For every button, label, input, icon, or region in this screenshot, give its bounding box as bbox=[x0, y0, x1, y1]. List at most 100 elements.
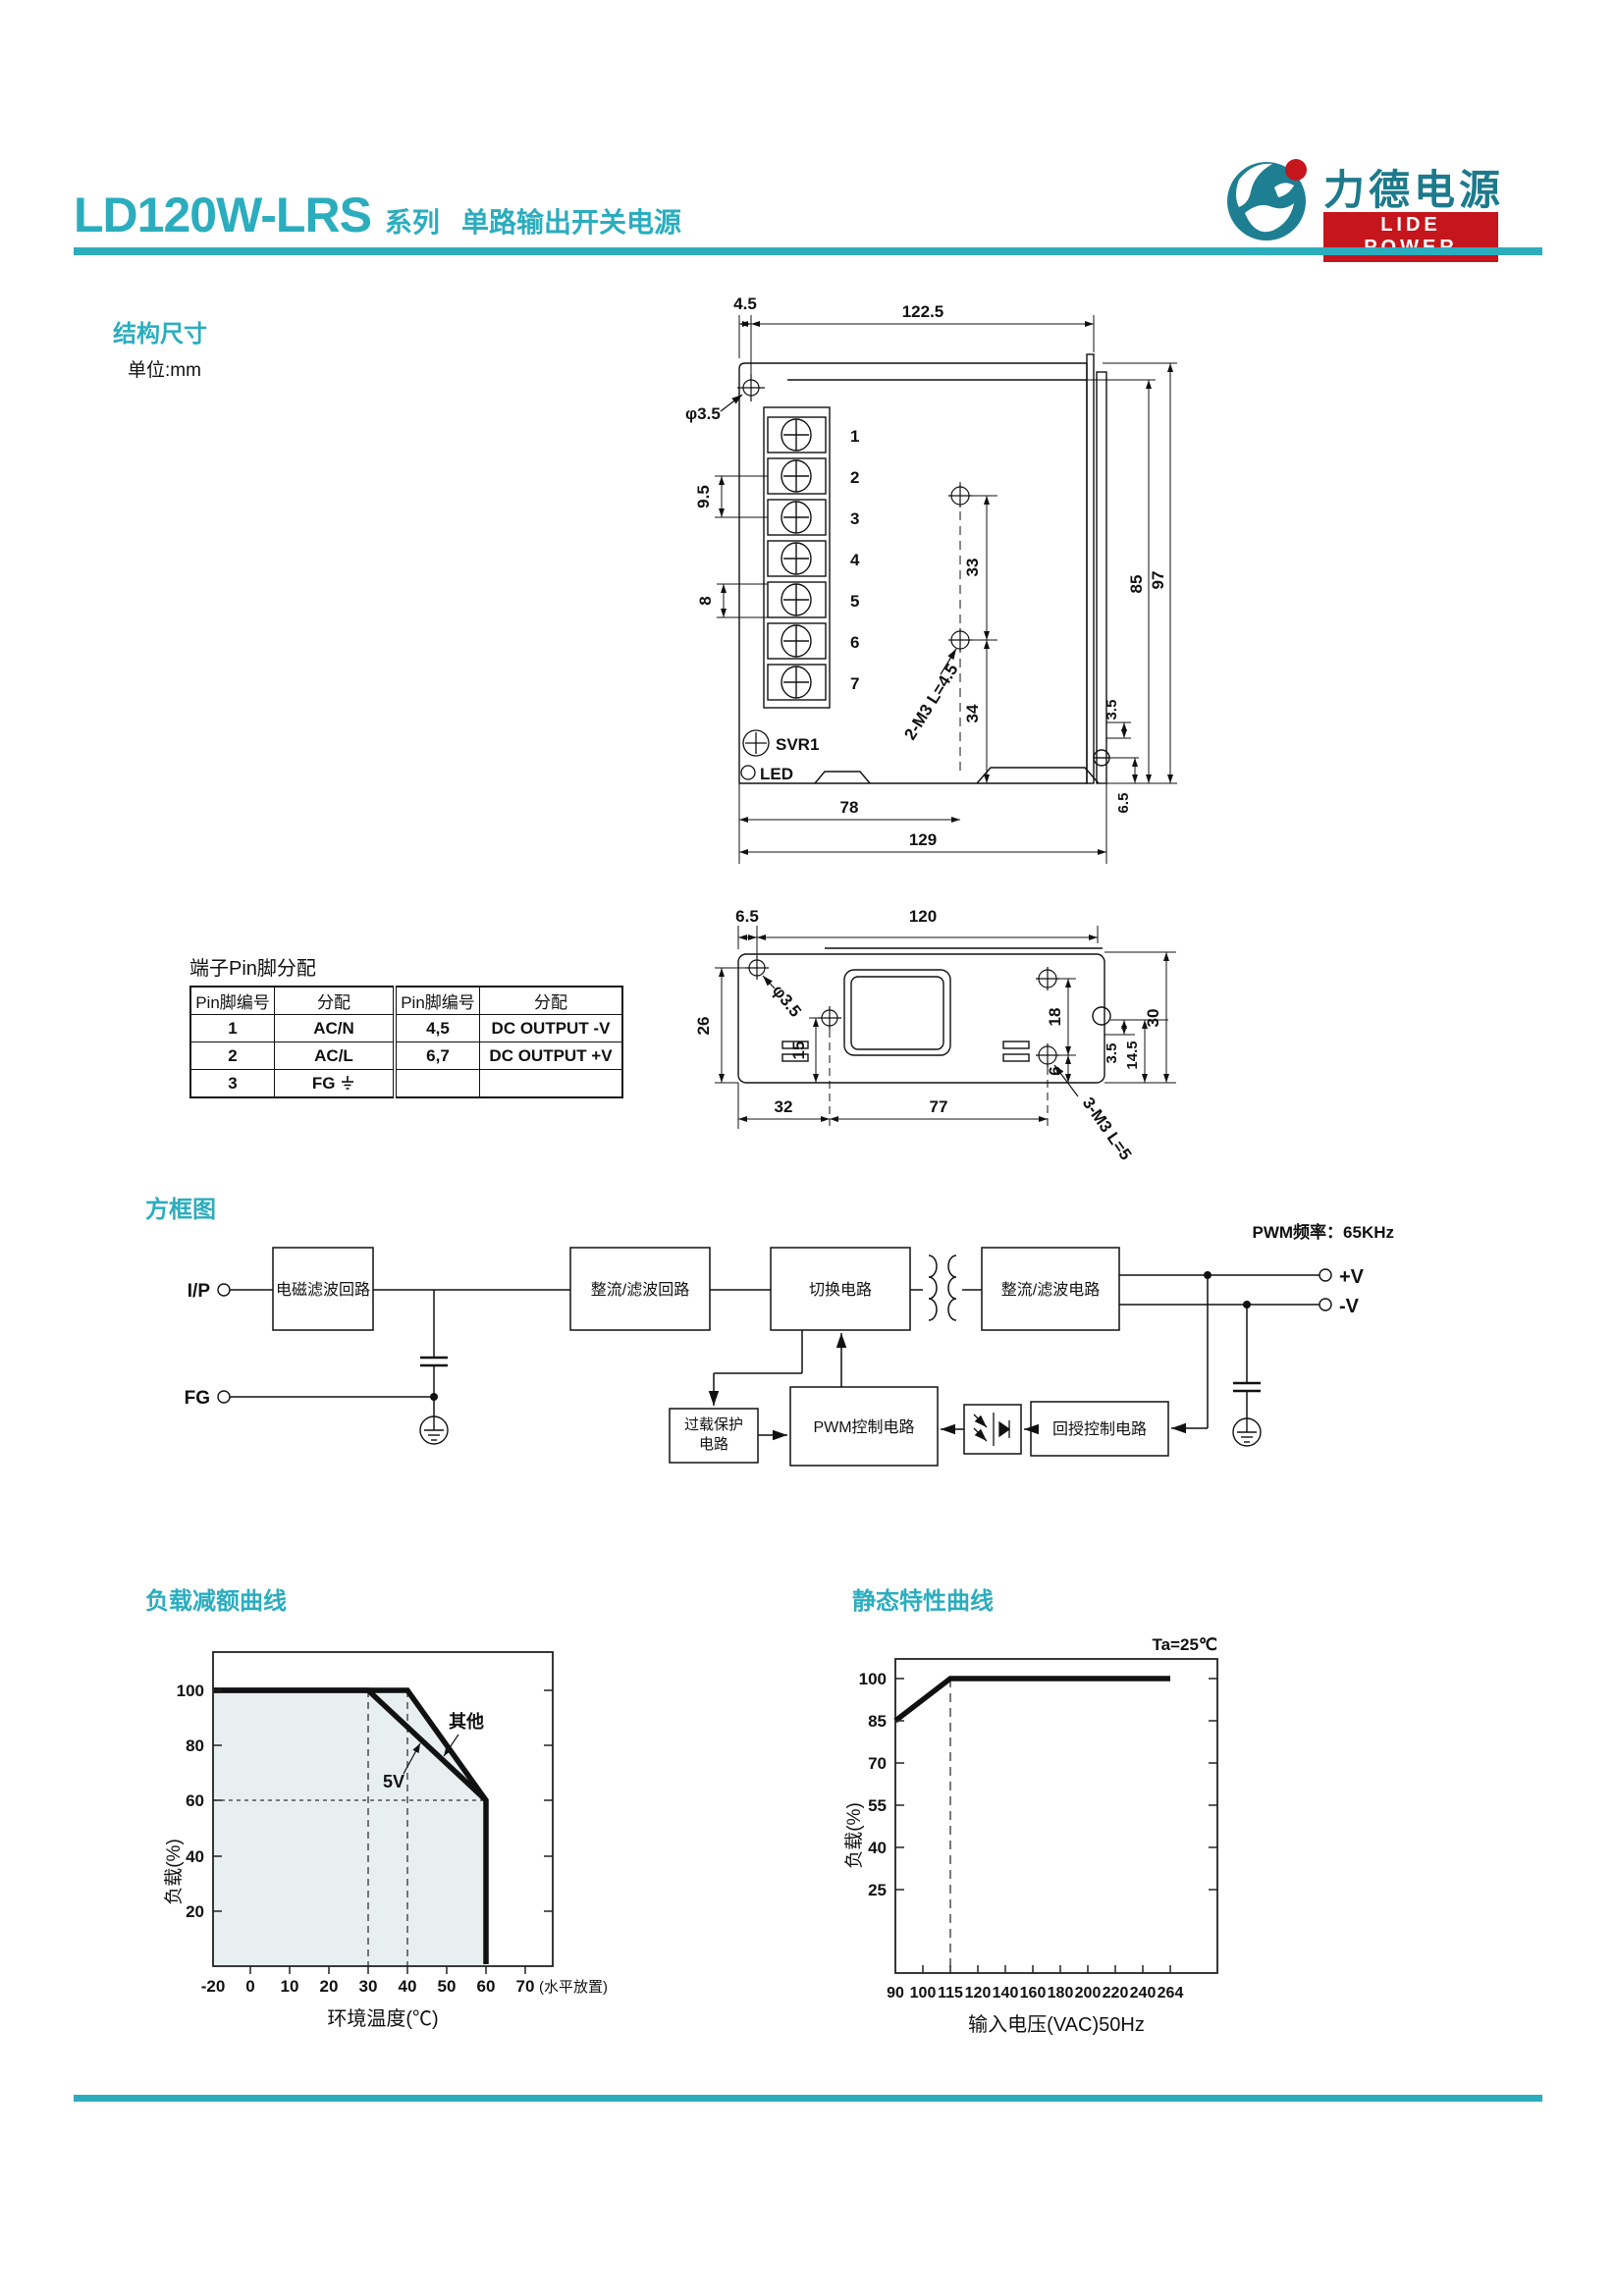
x-tick: 50 bbox=[438, 1977, 457, 1996]
dim-8: 8 bbox=[696, 596, 715, 605]
x-tick: 200 bbox=[1075, 1985, 1102, 2002]
footer-rule bbox=[74, 2095, 1542, 2102]
x-tick: 180 bbox=[1048, 1985, 1074, 2002]
transformer-icon bbox=[928, 1255, 957, 1321]
x-tick: 140 bbox=[993, 1985, 1019, 2002]
earth-ground-icon bbox=[419, 1415, 449, 1445]
y-tick: 40 bbox=[186, 1847, 204, 1866]
input-terminal-label: I/P bbox=[188, 1281, 211, 1302]
logo-text-cn: 力德电源 bbox=[1323, 169, 1505, 214]
junction-dot bbox=[430, 1393, 438, 1401]
dim-129: 129 bbox=[909, 830, 937, 849]
block-switching: 切换电路 bbox=[809, 1281, 872, 1299]
x-tick: 90 bbox=[887, 1985, 904, 2002]
pin-number: 2 bbox=[189, 1041, 275, 1070]
terminal-number: 5 bbox=[850, 592, 859, 611]
block-feedback-control: 回授控制电路 bbox=[1052, 1420, 1147, 1438]
page-title: LD120W-LRS bbox=[74, 187, 372, 242]
table-header-row: Pin脚编号 分配 Pin脚编号 分配 bbox=[189, 986, 623, 1015]
block-overload-line1: 过载保护 bbox=[684, 1416, 743, 1433]
y-axis-label: 负载(%) bbox=[843, 1802, 865, 1869]
pin-number bbox=[393, 1069, 480, 1098]
dim-97: 97 bbox=[1149, 571, 1167, 590]
derating-fill-area bbox=[213, 1690, 486, 1966]
annotation-5v: 5V bbox=[383, 1772, 404, 1791]
case-outline bbox=[738, 353, 1110, 784]
static-characteristics-chart: Ta=25℃ 100 85 70 55 40 25 90 100 115 120… bbox=[843, 1635, 1218, 2036]
block-diagram: PWM频率：65KHz I/P FG bbox=[185, 1222, 1394, 1467]
earth-ground-icon bbox=[342, 1075, 354, 1090]
dim-120: 120 bbox=[909, 907, 937, 926]
pin-assignment: AC/L bbox=[274, 1041, 396, 1070]
x-tick: 240 bbox=[1130, 1985, 1157, 2002]
pin-number: 1 bbox=[189, 1014, 275, 1042]
y-tick: 85 bbox=[868, 1712, 887, 1731]
dim-lines-bottom bbox=[737, 1083, 1048, 1129]
dim-lines-left bbox=[715, 967, 822, 1084]
led-indicator bbox=[740, 765, 756, 780]
output-positive-label: +V bbox=[1339, 1266, 1365, 1288]
svr-label: SVR1 bbox=[776, 735, 819, 754]
pin-assignment: AC/N bbox=[274, 1014, 396, 1042]
screw-note: 3-M3 L=5 bbox=[1079, 1094, 1136, 1163]
terminal-numbers: 1 2 3 4 5 6 7 bbox=[850, 427, 860, 693]
fg-terminal bbox=[217, 1390, 231, 1404]
circuit-boxes bbox=[272, 1247, 1169, 1467]
dim-lines-top bbox=[737, 926, 1099, 960]
dim-6-5: 6.5 bbox=[735, 907, 759, 926]
dim-14-5: 14.5 bbox=[1124, 1041, 1141, 1069]
output-negative-terminal bbox=[1319, 1298, 1332, 1311]
pin-number: 6,7 bbox=[393, 1041, 480, 1070]
output-negative-label: -V bbox=[1339, 1296, 1360, 1317]
x-tick: 30 bbox=[359, 1977, 378, 1996]
x-tick: 115 bbox=[938, 1985, 963, 2002]
derating-chart: 100 80 60 40 20 -20 0 10 20 30 40 50 60 … bbox=[163, 1651, 608, 2030]
dim-lines-right bbox=[1087, 362, 1177, 784]
pin-table-title: 端子Pin脚分配 bbox=[189, 958, 316, 980]
pin-number: 3 bbox=[189, 1069, 275, 1098]
output-positive-terminal bbox=[1319, 1268, 1332, 1282]
y-tick: 70 bbox=[868, 1754, 887, 1773]
junction-dot bbox=[1204, 1271, 1212, 1279]
led-label: LED bbox=[760, 765, 793, 783]
y-tick: 80 bbox=[186, 1736, 204, 1755]
pin-assignment-table: Pin脚编号 分配 Pin脚编号 分配 1 AC/N 4,5 DC OUTPUT… bbox=[189, 986, 623, 1098]
x-tick-labels: 90 100 115 120 140 160 180 200 220 240 2… bbox=[887, 1985, 1183, 2002]
case-outline bbox=[737, 947, 1135, 1084]
y-tick: 40 bbox=[868, 1839, 887, 1857]
wires bbox=[230, 1274, 1320, 1428]
dim-30: 30 bbox=[1144, 1009, 1162, 1028]
dim-34: 34 bbox=[963, 704, 982, 722]
section-title-derating: 负载减额曲线 bbox=[145, 1588, 287, 1615]
earth-ground-icon bbox=[1232, 1417, 1262, 1447]
block-emi-filter: 电磁滤波回路 bbox=[276, 1281, 370, 1299]
mechanical-drawing-bottom-view: φ3.5 6.5 120 26 15 18 6 bbox=[694, 907, 1176, 1163]
dim-32: 32 bbox=[775, 1097, 793, 1116]
block-rectifier-filter-2: 整流/滤波电路 bbox=[1001, 1281, 1100, 1299]
y-tick: 55 bbox=[868, 1796, 887, 1815]
terminal-screws bbox=[781, 418, 812, 699]
x-tick: 20 bbox=[320, 1977, 339, 1996]
pin-assignment: DC OUTPUT +V bbox=[479, 1041, 623, 1070]
terminal-number: 4 bbox=[850, 551, 860, 569]
fg-terminal-label: FG bbox=[185, 1388, 210, 1409]
dim-lines-bottom bbox=[738, 783, 1107, 864]
center-holes bbox=[948, 482, 972, 771]
pin-assignment: DC OUTPUT -V bbox=[479, 1014, 623, 1042]
temperature-note: Ta=25℃ bbox=[1152, 1635, 1217, 1654]
structure-unit: 单位:mm bbox=[128, 360, 201, 381]
pwm-frequency-note: PWM频率：65KHz bbox=[1252, 1222, 1394, 1242]
axis-ticks bbox=[895, 1678, 1217, 1973]
pin-assignment bbox=[479, 1069, 623, 1098]
col-header: Pin脚编号 bbox=[189, 986, 275, 1015]
x-tick: 160 bbox=[1020, 1985, 1047, 2002]
fg-label: FG bbox=[311, 1073, 336, 1093]
annotation-others: 其他 bbox=[449, 1711, 484, 1732]
junction-dot bbox=[1243, 1301, 1251, 1308]
y-tick: 60 bbox=[186, 1791, 204, 1810]
x-tick: -20 bbox=[201, 1977, 226, 1996]
terminal-number: 3 bbox=[850, 509, 859, 528]
dim-77: 77 bbox=[930, 1097, 948, 1116]
x-tick: 220 bbox=[1103, 1985, 1129, 2002]
